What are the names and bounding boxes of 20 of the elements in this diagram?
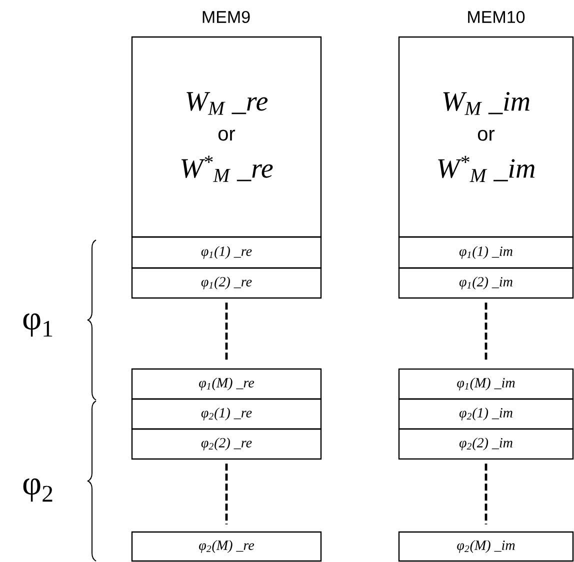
- memory-cell: φ$_{2}$(2) _im: [398, 428, 574, 460]
- memory-cell: φ$_{1}$(2) _re: [131, 267, 322, 299]
- memory-block: W$_{M}$ _re or W$^{*}$$_{M}$ _re: [131, 36, 322, 238]
- memory-cell: φ$_{1}$(M) _re: [131, 368, 322, 400]
- dashed-line: [484, 302, 488, 362]
- memory-cell: φ$_{2}$(1) _im: [398, 398, 574, 430]
- memory-cell: φ$_{1}$(2) _im: [398, 267, 574, 299]
- memory-cell: φ$_{1}$(M) _im: [398, 368, 574, 400]
- memory-cell: φ$_{2}$(2) _re: [131, 428, 322, 460]
- dashed-line: [484, 464, 488, 524]
- dashed-line: [225, 302, 228, 362]
- dashed-line: [225, 464, 228, 524]
- memory-cell: φ$_{2}$(M) _im: [398, 531, 574, 562]
- memory-cell: φ$_{1}$(1) _im: [398, 236, 574, 269]
- brace-label: φ$_{1}$: [23, 313, 52, 337]
- memory-cell: φ$_{1}$(1) _re: [131, 236, 322, 269]
- memory-cell: φ$_{2}$(1) _re: [131, 398, 322, 430]
- brace-label: φ$_{2}$: [23, 478, 52, 502]
- memory-cell: φ$_{2}$(M) _re: [131, 531, 322, 562]
- memory-block: W$_{M}$ _im or W$^{*}$$_{M}$ _im: [398, 36, 574, 238]
